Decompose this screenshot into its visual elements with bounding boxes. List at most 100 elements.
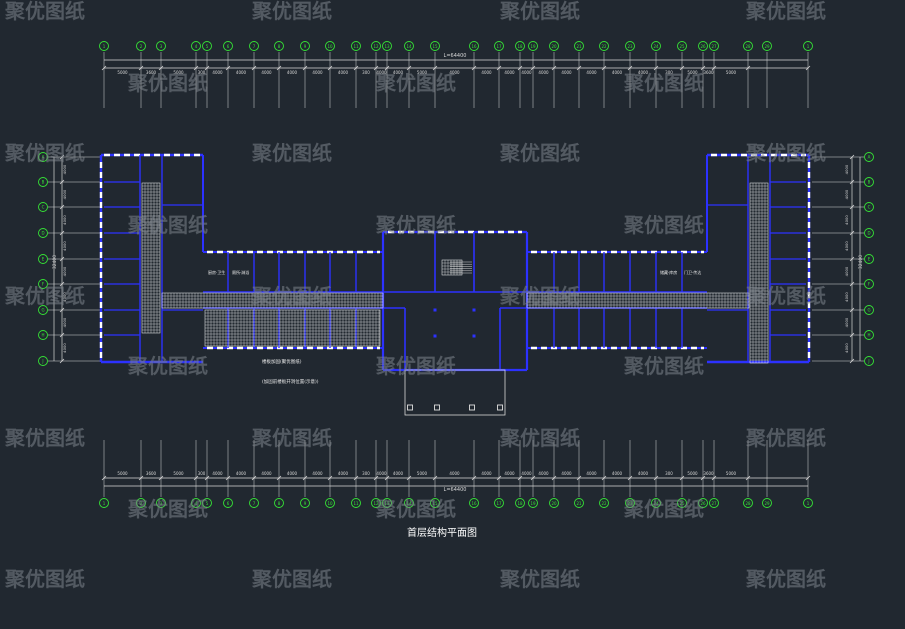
- grid-axis-label: B: [868, 180, 871, 185]
- row-span-label: 4000: [62, 189, 67, 199]
- watermark-text: 聚优图纸: [499, 567, 580, 591]
- grid-bubble: [38, 177, 48, 187]
- grid-bubble: [762, 498, 772, 508]
- watermark-text: 聚优图纸: [623, 71, 704, 95]
- row-span-label: 4000: [62, 343, 67, 353]
- span-dimension-label: 4000: [449, 471, 460, 476]
- span-dimension-label: 4000: [261, 70, 272, 75]
- watermark-layer: 聚优图纸聚优图纸聚优图纸聚优图纸聚优图纸聚优图纸聚优图纸聚优图纸聚优图纸聚优图纸…: [4, 0, 826, 591]
- grid-bubble: [864, 356, 874, 366]
- grid-bubble: [574, 498, 584, 508]
- text-layer: L=64400 L=64400 首层结构平面图 32400 32400 楼板加固…: [52, 53, 864, 539]
- watermark-text: 聚优图纸: [623, 213, 704, 237]
- span-dimension-label: 4000: [393, 471, 404, 476]
- grid-bubble: [864, 305, 874, 315]
- grid-axis-label: 9: [304, 501, 307, 506]
- row-span-label: 4000: [62, 215, 67, 225]
- grid-axis-label: D: [41, 231, 44, 236]
- watermark-text: 聚优图纸: [375, 354, 456, 378]
- grid-axis-label: 2: [140, 501, 143, 506]
- hatch-border: [441, 259, 463, 276]
- hatch-layer: [141, 182, 769, 364]
- span-dimension-label: 4000: [586, 471, 597, 476]
- grid-bubble: [202, 41, 212, 51]
- span-dimension-label: 4000: [504, 471, 515, 476]
- grid-bubble: [191, 498, 201, 508]
- grid-axis-label: 19: [530, 44, 536, 49]
- grid-axis-label: 14: [406, 44, 412, 49]
- side-total-right: 32400: [858, 255, 864, 269]
- entrance-porch: [404, 369, 506, 416]
- grid-axis-label: 6: [227, 501, 230, 506]
- watermark-text: 聚优图纸: [251, 141, 332, 165]
- grid-axis-label: 18: [517, 44, 523, 49]
- grid-bubble: [698, 41, 708, 51]
- span-dimension-label: 5000: [417, 70, 428, 75]
- grid-axis-label: 5: [206, 501, 209, 506]
- grid-bubble: [469, 498, 479, 508]
- row-span-label: 4000: [844, 241, 849, 251]
- grid-bubble: [762, 41, 772, 51]
- room-label: 厨房·卫生: [208, 269, 225, 275]
- grid-axis-label: 24: [653, 501, 659, 506]
- grid-axis-label: G: [41, 308, 44, 313]
- grid-axis-label: 13: [384, 44, 390, 49]
- grid-axis-label: 11: [353, 501, 359, 506]
- grid-bubble: [38, 152, 48, 162]
- grid-axis-label: 15: [432, 501, 438, 506]
- grid-axis-label: G: [867, 308, 870, 313]
- grid-axis-label: C: [868, 205, 871, 210]
- grid-bubble: [864, 254, 874, 264]
- grid-bubble: [382, 41, 392, 51]
- grid-bubble: [223, 41, 233, 51]
- room-label: 厕所·淋浴: [232, 269, 249, 275]
- grid-axis-label: 4: [195, 44, 198, 49]
- grid-bubble: [404, 41, 414, 51]
- grid-bubble: [743, 498, 753, 508]
- grid-axis-label: 8: [278, 501, 281, 506]
- watermark-text: 聚优图纸: [251, 567, 332, 591]
- column: [472, 334, 476, 338]
- grid-bubble: [300, 41, 310, 51]
- span-dimension-label: 4000: [481, 471, 492, 476]
- grid-axis-label: 3: [160, 44, 163, 49]
- grid-bubble: [249, 41, 259, 51]
- grid-bubble: [38, 330, 48, 340]
- grid-bubble: [38, 254, 48, 264]
- watermark-text: 聚优图纸: [4, 567, 85, 591]
- watermark-text: 聚优图纸: [127, 71, 208, 95]
- grid-axis-label: 21: [576, 501, 582, 506]
- grid-axis-label: F: [868, 282, 871, 287]
- grid-bubble: [864, 177, 874, 187]
- grid-axis-label: 23: [627, 44, 633, 49]
- grid-bubble: [382, 498, 392, 508]
- span-dimension-label: 4000: [561, 471, 572, 476]
- span-dimension-label: 5000: [117, 70, 128, 75]
- grid-axis-label: 29: [764, 44, 770, 49]
- span-dimension-label: 4000: [312, 471, 323, 476]
- grid-axis-label: 6: [227, 44, 230, 49]
- porch-column: [407, 404, 413, 411]
- watermark-text: 聚优图纸: [375, 71, 456, 95]
- grid-bubble: [371, 41, 381, 51]
- span-dimension-label: 4000: [212, 471, 223, 476]
- grid-bubble: [864, 330, 874, 340]
- grid-axis-label: 23: [627, 501, 633, 506]
- span-dimension-label: 5000: [726, 471, 737, 476]
- porch-column: [434, 404, 440, 411]
- hatch-border: [161, 292, 384, 309]
- row-span-label: 4000: [62, 292, 67, 302]
- span-dimension-label: 4000: [287, 471, 298, 476]
- watermark-text: 聚优图纸: [4, 426, 85, 450]
- porch-column: [497, 404, 503, 411]
- span-dimension-label: 3600: [146, 471, 157, 476]
- grid-axis-label: F: [42, 282, 45, 287]
- grid-bubble: [38, 305, 48, 315]
- grid-axis-label: 17: [496, 44, 502, 49]
- grid-axis-label: 17: [496, 501, 502, 506]
- span-dimension-label: 4000: [338, 70, 349, 75]
- grid-axis-label: 11: [353, 44, 359, 49]
- grid-axis-label: 13: [384, 501, 390, 506]
- grid-axis-label: 1: [103, 501, 106, 506]
- grid-bubble: [803, 498, 813, 508]
